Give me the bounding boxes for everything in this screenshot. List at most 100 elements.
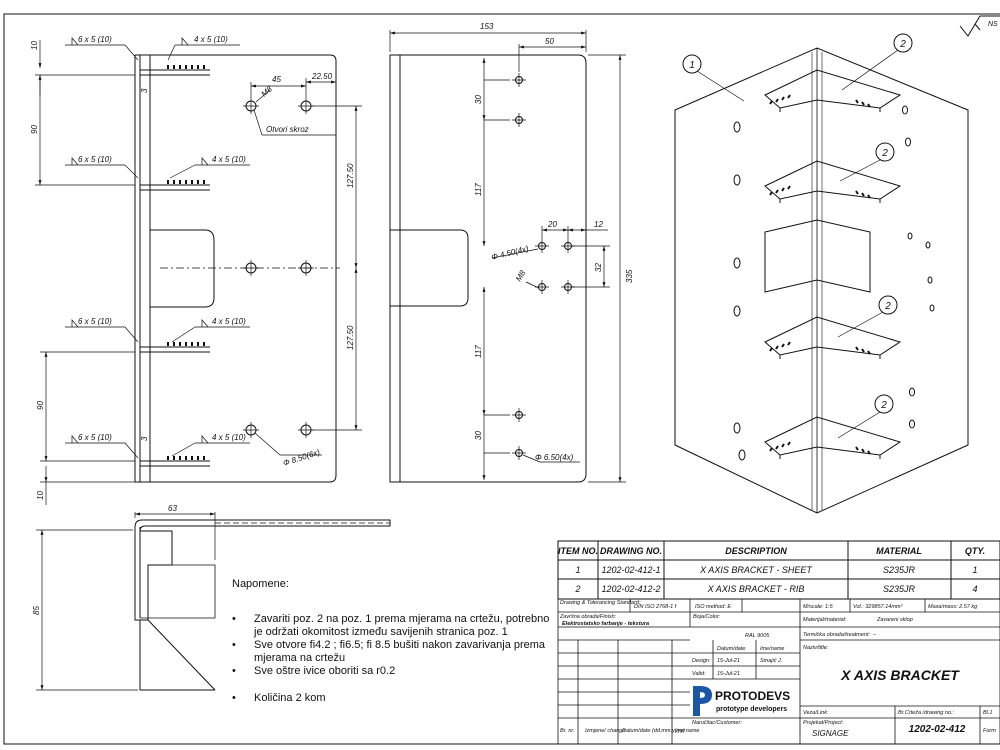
tb-date-header: Datum/date [717,646,745,652]
weld-hatching [167,65,205,460]
front-view-left [134,54,340,483]
tb-name-header: Ime/name [760,646,784,652]
tb-volume: Vol.: 329857.14mm³ [853,604,902,610]
balloon-1-label: 1 [689,60,695,71]
balloon-2 [874,394,894,414]
bom-cell: S235JR [883,584,916,594]
notes-list: Zavariti poz. 2 na poz. 1 prema mjerama … [232,613,552,705]
iso-holes [733,105,935,461]
tb-label: Naziv/title: [803,645,829,651]
view2-labels: 153 50 30 117 117 30 20 12 32 335 Φ 4.50… [474,22,634,462]
title-block: Drawing & Tolerancing Standard: DIN ISO … [557,598,1000,745]
note-item: Zavariti poz. 2 na poz. 1 prema mjerama … [232,613,552,639]
dim-127-50: 127.50 [346,325,355,350]
dims-view3 [36,512,216,691]
dims-view1 [35,37,362,505]
center-marks-view2 [512,73,575,460]
dim-63: 63 [168,504,177,513]
weld-label: 4 x 5 (10) [212,155,246,164]
surface-finish-symbol: NS [959,15,1000,37]
iso-center-tab [764,219,871,293]
tb-label: Veza/Link: [803,710,829,716]
tb-project: SIGNAGE [812,729,849,738]
bom-header: ITEM NO. [558,546,598,556]
bom-header: DRAWING NO. [600,546,662,556]
note-item: Sve oštre ivice oboriti sa r0.2 [232,665,552,678]
dim-hole-4-50: Φ 4.50(4x) [490,244,530,262]
bom-table: ITEM NO. DRAWING NO. DESCRIPTION MATERIA… [557,540,1000,600]
weld-label: 6 x 5 (10) [78,35,112,44]
tb-title: X AXIS BRACKET [840,667,960,683]
tb-rev-col: Br. nr. [560,728,575,734]
tb-design-label: Design: [692,658,711,664]
iso-weld-marks [769,94,871,455]
tb-standard: DIN ISO 2768-1 f [634,604,677,610]
dim-153: 153 [480,22,494,31]
iso-outline [674,47,969,514]
callout-hole: Otvori skroz [266,125,309,134]
weld-label: 4 x 5 (10) [212,317,246,326]
dim-90: 90 [36,401,45,410]
balloon-2 [875,142,895,162]
isometric-view [674,47,969,514]
iso-ribs [764,69,902,459]
tb-label: Projekat/Project: [803,720,844,726]
tb-rev-col: Izmjene/ change [585,728,625,734]
tb-sheet: Bl.1 [983,710,992,716]
dim-117: 117 [474,345,483,358]
balloon-2-label: 2 [899,39,906,50]
balloon-1 [682,54,702,74]
notes: Napomene: Zavariti poz. 2 na poz. 1 prem… [232,578,552,705]
company-name: PROTODEVS [715,689,790,703]
note-item: Količina 2 kom [232,692,552,705]
dim-20: 20 [547,220,557,229]
center-tab [390,229,469,307]
dim-117: 117 [474,183,483,196]
tb-label: Drawing & Tolerancing Standard: [560,600,641,606]
dim-10: 10 [30,41,39,50]
dim-3: 3 [140,88,149,93]
bom-cell: S235JR [883,565,916,575]
tb-design-name: Smajić J. [760,658,782,664]
tb-label: Materijal/material: [803,617,847,623]
dim-hole-8-50: Φ 8.50(6x) [282,447,321,467]
weld-label: 4 x 5 (10) [194,35,228,44]
tb-label: Naručilac/Customer: [692,720,742,726]
balloon-2 [878,295,898,315]
dim-50: 50 [545,37,554,46]
tb-material: Zavareni sklop [876,617,913,623]
tb-mass: Masa/mass: 2.57 kg [928,604,978,610]
note-item: Sve otvore fi4.2 ; fi6.5; fi 8.5 bušiti … [232,639,552,665]
dim-335: 335 [625,269,634,283]
tb-color: RAL 9005 [745,633,770,639]
tb-label: Završna obrada/Finish: [559,614,617,620]
surface-finish-label: NS [988,21,998,28]
dim-127-50: 127.50 [346,163,355,188]
plate-outline [389,54,587,483]
holes-view2 [515,76,572,457]
bom-cell: 1 [575,565,580,575]
dim-3: 3 [140,436,149,441]
side-view-bottom [134,519,391,691]
dim-10: 10 [36,491,45,500]
bom-header: QTY. [965,546,985,556]
dims-view2 [389,30,626,483]
rib-marks [140,69,210,467]
balloon-2-label: 2 [881,148,888,159]
weld-label: 6 x 5 (10) [78,317,112,326]
tb-scale: M/scale: 1:5 [803,604,834,610]
dim-22-50: 22.50 [311,72,333,81]
tb-label: Boja/Color: [693,614,721,620]
center-marks-view1 [160,98,340,438]
callout-m8: M8 [514,268,528,283]
iso-balloons: 1 2 2 2 2 [682,33,913,414]
bom-cell: X AXIS BRACKET - RIB [707,584,805,594]
dim-30: 30 [474,95,483,104]
tb-treatment: – [872,632,877,638]
tb-drawing-no: 1202-02-412 [909,724,966,735]
tb-rev-col: Datum/date (dd.mm.yyyy) [622,728,685,734]
dim-45: 45 [272,75,281,84]
tb-valid-date: 15-Jul-21 [717,671,740,677]
dim-30: 30 [474,431,483,440]
